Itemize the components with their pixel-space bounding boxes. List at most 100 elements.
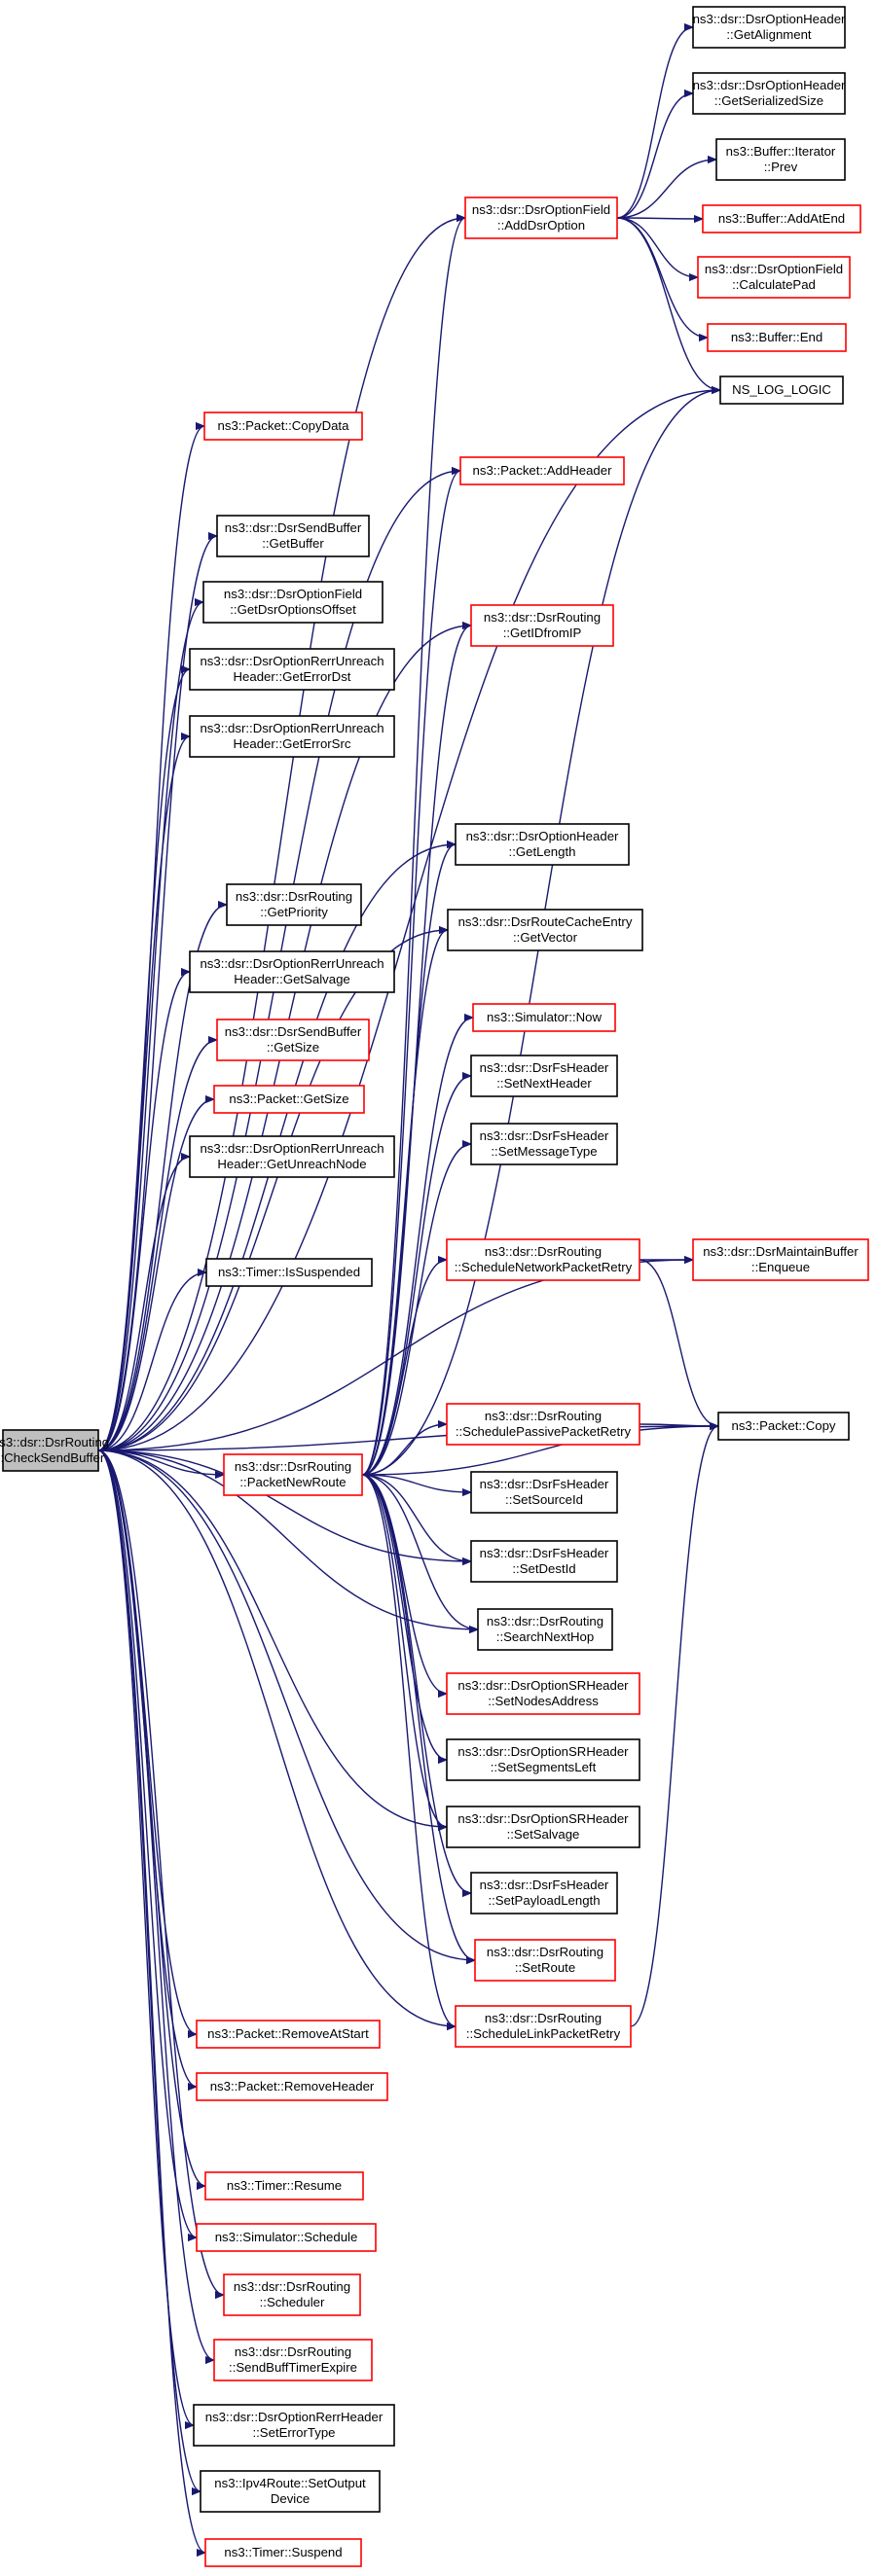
node-box xyxy=(470,1123,618,1165)
node-root[interactable]: ns3::dsr::DsrRouting::CheckSendBuffer xyxy=(0,1429,109,1472)
node-getunreach[interactable]: ns3::dsr::DsrOptionRerrUnreachHeader::Ge… xyxy=(189,1135,395,1178)
node-label: ::SetPayloadLength xyxy=(488,1893,600,1908)
node-box xyxy=(455,823,630,866)
node-label: ::SendBuffTimerExpire xyxy=(229,2360,357,2375)
node-label: ::PacketNewRoute xyxy=(239,1475,346,1489)
node-getpriority[interactable]: ns3::dsr::DsrRouting::GetPriority xyxy=(226,883,362,926)
node-box xyxy=(446,1806,640,1848)
node-label: ::SetNodesAddress xyxy=(488,1694,599,1708)
node-getdsroff[interactable]: ns3::dsr::DsrOptionField::GetDsrOptionsO… xyxy=(202,581,384,624)
node-getidfromip[interactable]: ns3::dsr::DsrRouting::GetIDfromIP xyxy=(470,604,614,647)
node-box xyxy=(189,715,395,758)
node-label: ::CheckSendBuffer xyxy=(0,1450,105,1465)
node-label: ns3::dsr::DsrRouting xyxy=(235,1459,351,1474)
edge-root-to-simsched xyxy=(97,1449,198,2237)
node-setsrcid[interactable]: ns3::dsr::DsrFsHeader::SetSourceId xyxy=(470,1471,618,1514)
node-pnr[interactable]: ns3::dsr::DsrRouting::PacketNewRoute xyxy=(223,1453,363,1496)
node-box xyxy=(205,1258,373,1287)
node-getalign[interactable]: ns3::dsr::DsrOptionHeader::GetAlignment xyxy=(692,6,846,49)
node-label: ns3::dsr::DsrRouting xyxy=(0,1435,109,1449)
node-setsegleft[interactable]: ns3::dsr::DsrOptionSRHeader::SetSegments… xyxy=(446,1738,640,1781)
node-label: ::SetRoute xyxy=(515,1960,575,1975)
node-seterrtype[interactable]: ns3::dsr::DsrOptionRerrHeader::SetErrorT… xyxy=(193,2404,395,2447)
node-schednet[interactable]: ns3::dsr::DsrRouting::ScheduleNetworkPac… xyxy=(446,1238,640,1281)
node-getvector[interactable]: ns3::dsr::DsrRouteCacheEntry::GetVector xyxy=(447,909,643,951)
node-addheader[interactable]: ns3::Packet::AddHeader xyxy=(459,456,625,485)
node-nslog[interactable]: NS_LOG_LOGIC xyxy=(719,376,844,405)
node-simsched[interactable]: ns3::Simulator::Schedule xyxy=(196,2223,377,2252)
edge-root-to-pnr xyxy=(97,1449,224,1475)
edge-pnr-to-pktcopy xyxy=(361,1426,718,1476)
node-setnexthdr[interactable]: ns3::dsr::DsrFsHeader::SetNextHeader xyxy=(470,1055,618,1097)
node-box xyxy=(202,581,384,624)
node-label: ::SetSourceId xyxy=(505,1492,583,1507)
edge-root-to-resume xyxy=(97,1449,206,2186)
edge-root-to-setroute xyxy=(97,1449,475,1960)
node-schedpass[interactable]: ns3::dsr::DsrRouting::SchedulePassivePac… xyxy=(446,1403,640,1446)
node-pktgetsize[interactable]: ns3::Packet::GetSize xyxy=(213,1085,365,1114)
node-label: Header::GetUnreachNode xyxy=(217,1157,366,1171)
edge-root-to-getvector xyxy=(97,930,448,1451)
node-setnodesaddr[interactable]: ns3::dsr::DsrOptionSRHeader::SetNodesAdd… xyxy=(446,1672,640,1715)
node-issusp[interactable]: ns3::Timer::IsSuspended xyxy=(205,1258,373,1287)
node-resume[interactable]: ns3::Timer::Resume xyxy=(204,2171,364,2200)
node-calcpad[interactable]: ns3::dsr::DsrOptionField::CalculatePad xyxy=(697,256,851,299)
node-getbuffer[interactable]: ns3::dsr::DsrSendBuffer::GetBuffer xyxy=(216,515,370,557)
node-label: ns3::dsr::DsrOptionField xyxy=(224,587,362,601)
node-sendbuff[interactable]: ns3::dsr::DsrRouting::SendBuffTimerExpir… xyxy=(213,2339,373,2381)
edge-pnr-to-schednet xyxy=(361,1260,448,1476)
edge-root-to-getdsroff xyxy=(97,602,204,1451)
node-getsalvage[interactable]: ns3::dsr::DsrOptionRerrUnreachHeader::Ge… xyxy=(189,950,395,993)
node-box xyxy=(719,376,844,405)
node-enqueue[interactable]: ns3::dsr::DsrMaintainBuffer::Enqueue xyxy=(692,1238,869,1281)
node-label: ns3::Timer::IsSuspended xyxy=(218,1265,360,1279)
node-setmsgtype[interactable]: ns3::dsr::DsrFsHeader::SetMessageType xyxy=(470,1123,618,1165)
edge-root-to-getsize xyxy=(97,1040,217,1451)
node-addopt[interactable]: ns3::dsr::DsrOptionField::AddDsrOption xyxy=(464,197,618,239)
node-pktcopy[interactable]: ns3::Packet::Copy xyxy=(717,1412,850,1441)
node-bufend[interactable]: ns3::Buffer::End xyxy=(707,323,847,352)
node-label: ::SetErrorType xyxy=(252,2425,335,2440)
edge-root-to-setsalvage xyxy=(97,1449,447,1827)
edge-root-to-geterrsrc xyxy=(97,736,191,1451)
node-label: ns3::dsr::DsrRouting xyxy=(485,2011,602,2025)
node-searchnext[interactable]: ns3::dsr::DsrRouting::SearchNextHop xyxy=(477,1608,613,1651)
node-suspend[interactable]: ns3::Timer::Suspend xyxy=(204,2538,362,2567)
node-setsalvage[interactable]: ns3::dsr::DsrOptionSRHeader::SetSalvage xyxy=(446,1806,640,1848)
node-geterrdst[interactable]: ns3::dsr::DsrOptionRerrUnreachHeader::Ge… xyxy=(189,648,395,691)
node-remheader[interactable]: ns3::Packet::RemoveHeader xyxy=(196,2072,388,2101)
node-getsize[interactable]: ns3::dsr::DsrSendBuffer::GetSize xyxy=(216,1019,370,1061)
node-label: ns3::Packet::GetSize xyxy=(229,1091,348,1106)
node-setdestid[interactable]: ns3::dsr::DsrFsHeader::SetDestId xyxy=(470,1540,618,1583)
node-schedlink[interactable]: ns3::dsr::DsrRouting::ScheduleLinkPacket… xyxy=(455,2005,632,2048)
node-geterrsrc[interactable]: ns3::dsr::DsrOptionRerrUnreachHeader::Ge… xyxy=(189,715,395,758)
node-label: ::GetSize xyxy=(267,1040,319,1055)
node-simnow[interactable]: ns3::Simulator::Now xyxy=(472,1003,616,1032)
edge-pnr-to-setdestid xyxy=(361,1474,471,1561)
edge-pnr-to-addheader xyxy=(361,471,461,1476)
node-box xyxy=(470,1540,618,1583)
node-box xyxy=(189,648,395,691)
node-box xyxy=(447,909,643,951)
node-remstart[interactable]: ns3::Packet::RemoveAtStart xyxy=(196,2020,381,2049)
node-label: ns3::dsr::DsrRouting xyxy=(487,1945,603,1959)
node-label: ns3::Timer::Suspend xyxy=(224,2545,342,2559)
node-scheduler[interactable]: ns3::dsr::DsrRouting::Scheduler xyxy=(223,2273,361,2316)
node-getlength[interactable]: ns3::dsr::DsrOptionHeader::GetLength xyxy=(455,823,630,866)
edge-root-to-searchnext xyxy=(97,1449,478,1629)
edge-addopt-to-getser xyxy=(616,93,694,219)
edge-schedpass-to-pktcopy xyxy=(639,1424,718,1426)
node-box xyxy=(717,1412,850,1441)
node-setpaylen[interactable]: ns3::dsr::DsrFsHeader::SetPayloadLength xyxy=(470,1872,618,1914)
node-label: ns3::dsr::DsrOptionHeader xyxy=(693,78,846,92)
node-bufprev[interactable]: ns3::Buffer::Iterator::Prev xyxy=(715,138,846,181)
edge-root-to-getunreach xyxy=(97,1157,191,1451)
node-box xyxy=(692,1238,869,1281)
node-label: ns3::Ipv4Route::SetOutput xyxy=(214,2476,366,2490)
node-bufaddend[interactable]: ns3::Buffer::AddAtEnd xyxy=(702,204,861,233)
node-getser[interactable]: ns3::dsr::DsrOptionHeader::GetSerialized… xyxy=(692,72,846,115)
node-setroute[interactable]: ns3::dsr::DsrRouting::SetRoute xyxy=(474,1939,616,1982)
node-copydata[interactable]: ns3::Packet::CopyData xyxy=(203,411,363,441)
node-box xyxy=(216,1019,370,1061)
